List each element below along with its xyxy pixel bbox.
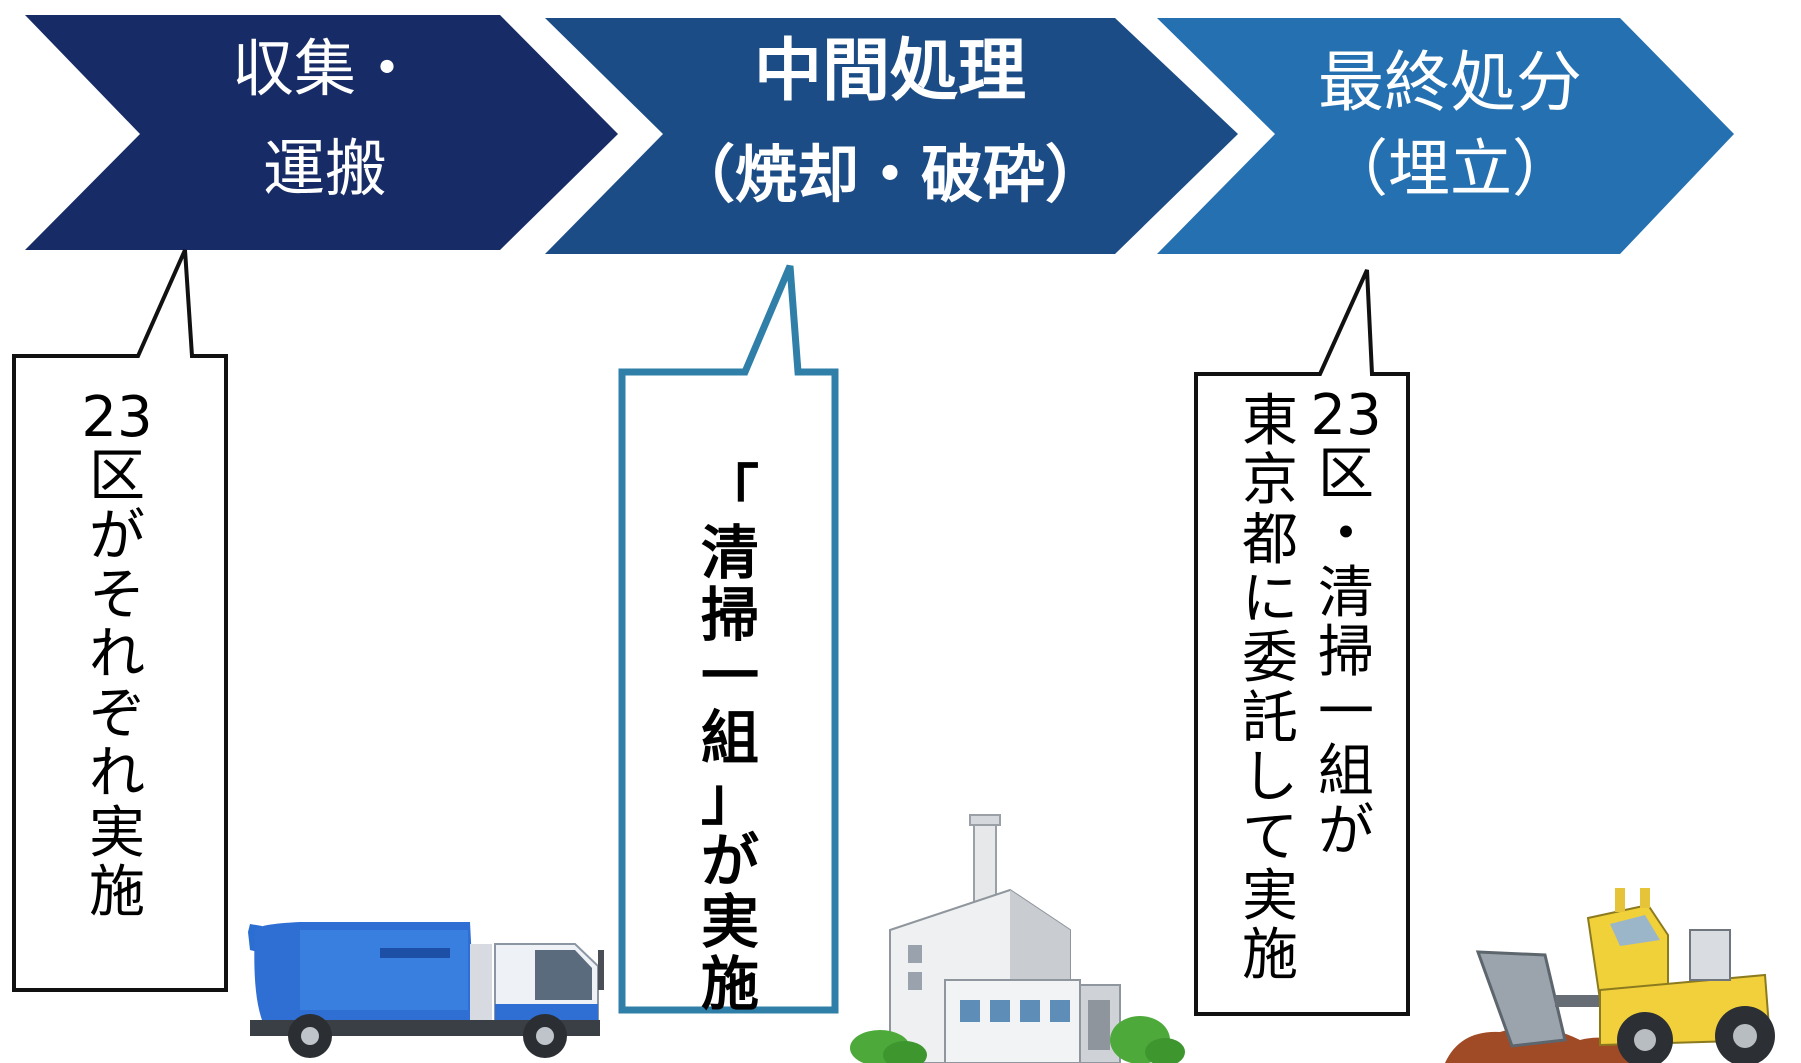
callout-char: が xyxy=(1318,798,1374,864)
callout-final-text-left: 東京都に委託して実施 xyxy=(1232,392,1308,986)
callout-char: 区 xyxy=(89,444,145,510)
callout-collection-bubble xyxy=(12,249,228,992)
callout-char: 清 xyxy=(1318,561,1374,627)
callout-char: が xyxy=(700,826,759,895)
callout-char: て xyxy=(1242,804,1298,870)
callout-char: れ xyxy=(89,622,145,688)
callout-char: 託 xyxy=(1242,685,1298,751)
callout-intermediate-bubble xyxy=(618,264,839,1014)
callout-char: 組 xyxy=(1318,739,1374,805)
callout-char: 組 xyxy=(700,703,759,772)
callout-char: 施 xyxy=(700,949,759,1018)
step-collection-label: 収集・ 運搬 xyxy=(180,38,470,200)
callout-char: 実 xyxy=(89,800,145,866)
callout-char: 清 xyxy=(700,519,759,588)
step-collection-line2: 運搬 xyxy=(262,132,387,205)
callout-char: 実 xyxy=(700,888,759,957)
callout-char: 都 xyxy=(1242,507,1298,573)
step-intermediate-line1: 中間処理 xyxy=(753,32,1026,111)
callout-char: が xyxy=(89,503,145,569)
garbage-truck-image xyxy=(248,922,604,1058)
step-intermediate-line2: （焼却・破砕） xyxy=(672,138,1107,211)
callout-char: 区 xyxy=(1318,442,1374,508)
step-final-disposal-arrow xyxy=(1157,18,1734,254)
callout-char: 23 xyxy=(1310,383,1382,448)
callout-char: 実 xyxy=(1242,863,1298,929)
callout-char: 施 xyxy=(1242,923,1298,989)
callout-char: 掃 xyxy=(1318,620,1374,686)
step-final-line2: （埋立） xyxy=(1325,132,1574,205)
step-intermediate-arrow xyxy=(545,18,1238,254)
callout-char: 「 xyxy=(700,458,759,526)
step-collection-arrow xyxy=(25,15,618,250)
callout-char: 施 xyxy=(89,859,145,925)
callout-intermediate-text: 「清掃一組」が実施 xyxy=(690,458,770,1018)
callout-char: 掃 xyxy=(700,580,759,649)
step-collection-line1: 収集・ xyxy=(231,32,418,105)
callout-char: ぞ xyxy=(89,681,145,747)
callout-char: 」 xyxy=(700,765,759,834)
step-intermediate-label: 中間処理 （焼却・破砕） xyxy=(660,38,1120,206)
incineration-plant-image xyxy=(850,814,1185,1063)
callout-char: 一 xyxy=(700,642,759,711)
callout-char: れ xyxy=(89,741,145,807)
landfill-bulldozer-image xyxy=(1445,888,1775,1063)
callout-char: ・ xyxy=(1318,501,1374,567)
callout-char: 京 xyxy=(1242,448,1298,514)
step-final-line1: 最終処分 xyxy=(1318,44,1582,121)
callout-char: 東 xyxy=(1242,389,1298,454)
callout-char: 委 xyxy=(1242,626,1298,692)
callout-char: そ xyxy=(89,563,145,629)
callout-char: 23 xyxy=(81,385,153,450)
callout-char: に xyxy=(1242,567,1298,633)
callout-char: し xyxy=(1242,745,1298,811)
step-final-label: 最終処分 （埋立） xyxy=(1270,50,1630,200)
callout-char: 一 xyxy=(1318,679,1374,745)
callout-final-bubble xyxy=(1194,269,1410,1016)
